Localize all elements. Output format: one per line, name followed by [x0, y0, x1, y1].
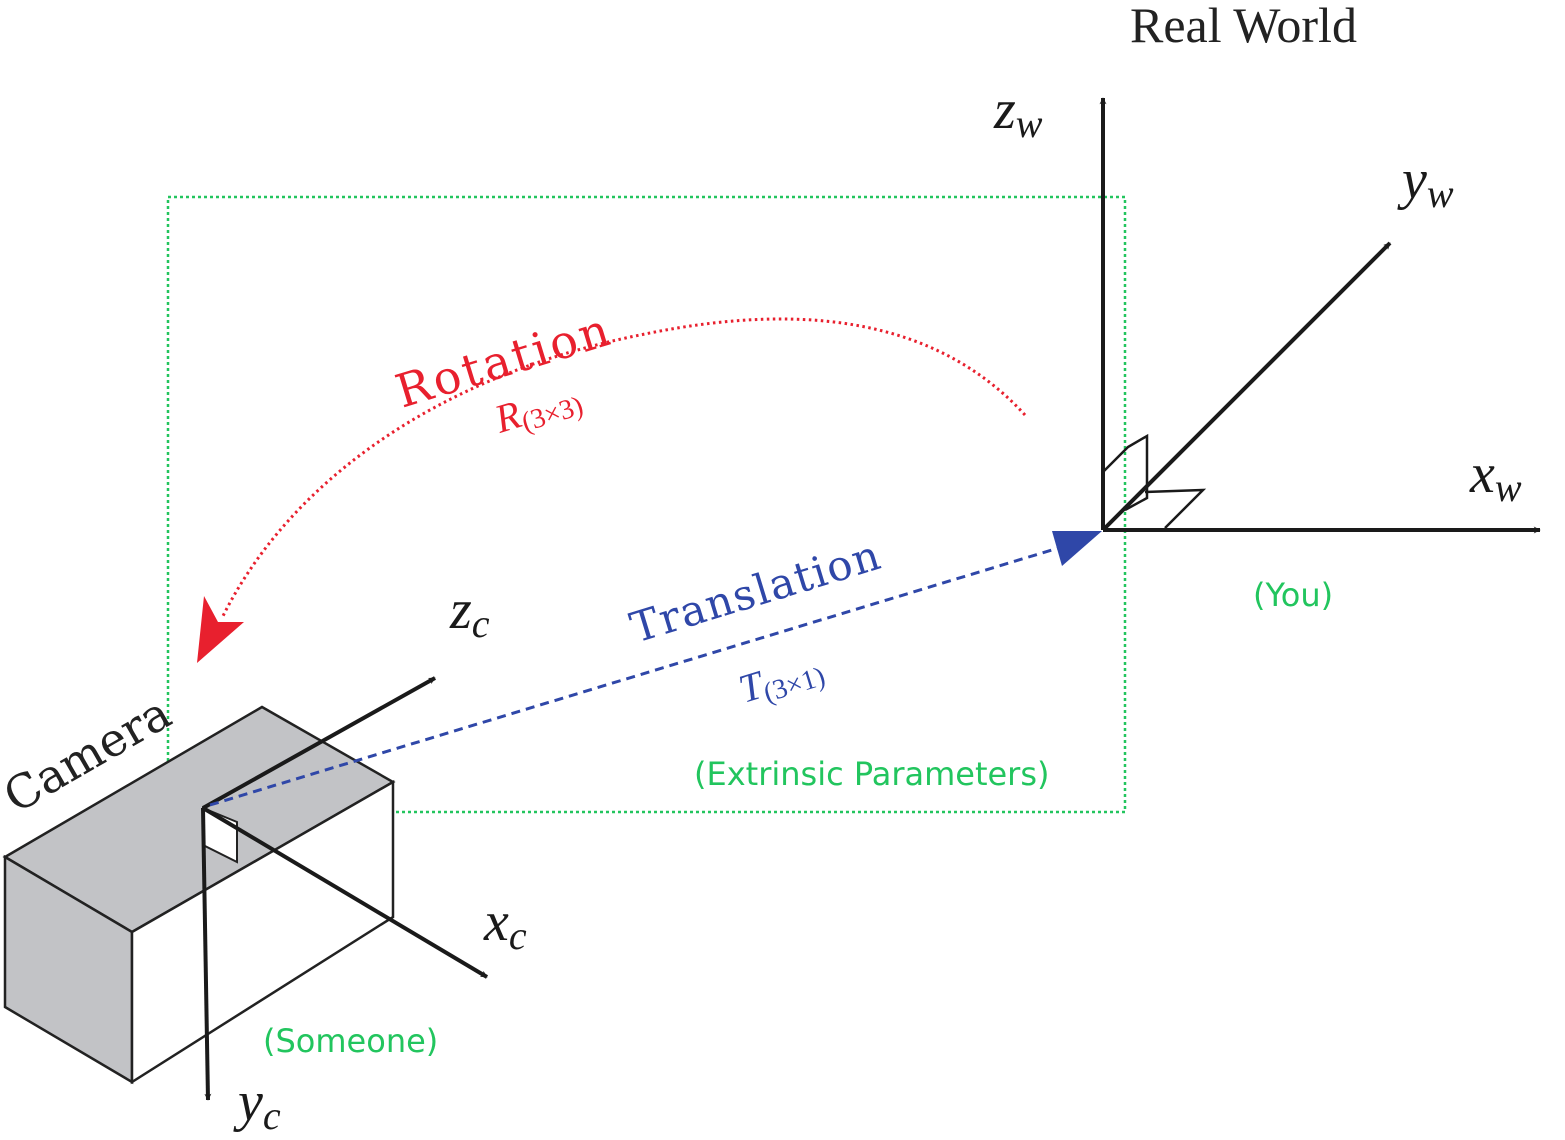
camera-y-label: yc — [233, 1071, 281, 1138]
world-z-label: zw — [993, 79, 1043, 146]
camera-y-axis — [201, 807, 212, 1101]
world-right-angle-xy — [1144, 488, 1207, 529]
translation-arrowhead — [1052, 531, 1102, 566]
camera-z-label: zc — [449, 579, 490, 646]
extrinsic-box — [166, 195, 1127, 814]
camera-front-face — [130, 779, 395, 1085]
camera-body — [2, 705, 396, 1085]
annotation-someone: (Someone) — [263, 1022, 439, 1060]
world-axes — [1099, 97, 1541, 534]
rotation-arrowhead — [197, 596, 244, 663]
annotation-extrinsic: (Extrinsic Parameters) — [694, 755, 1050, 793]
camera-axes — [201, 676, 489, 1101]
world-x-label: xw — [1469, 443, 1522, 510]
camera-x-label: xc — [483, 891, 527, 958]
translation-label: Translation — [625, 530, 887, 653]
title-real-world: Real World — [1130, 0, 1357, 53]
annotation-you: (You) — [1253, 576, 1334, 614]
rotation-arc — [220, 317, 1027, 619]
translation-arrow — [209, 531, 1102, 807]
world-y-label: yw — [1397, 149, 1454, 216]
translation-symbol: T(3×1) — [733, 644, 828, 716]
camera-z-axis — [202, 676, 436, 810]
rotation-arrow — [197, 317, 1027, 663]
world-right-angle-zy — [1102, 433, 1149, 512]
camera-x-axis — [201, 806, 489, 979]
world-y-axis — [1101, 241, 1392, 532]
